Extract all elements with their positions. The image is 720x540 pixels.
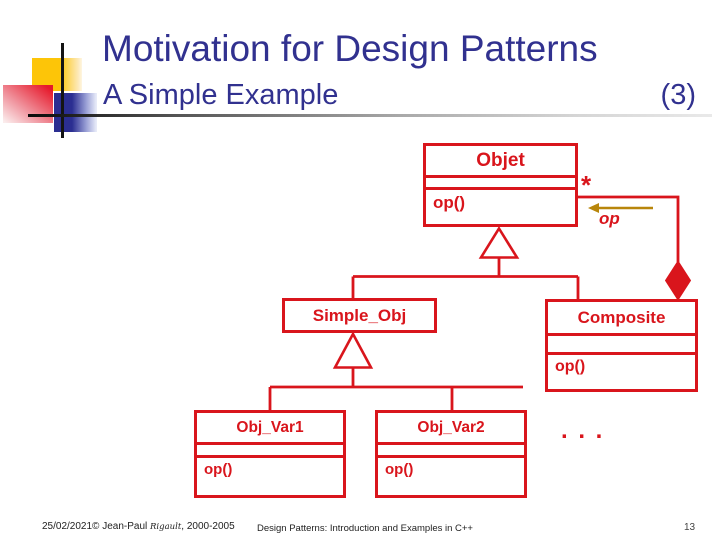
association-line <box>577 195 680 262</box>
footer-date-prefix: 25/02/2021© Jean-Paul <box>42 521 151 532</box>
operation-label: op() <box>433 193 466 212</box>
class-name: Simple_Obj <box>312 305 407 325</box>
op-arrow-head-icon <box>588 203 599 213</box>
class-box-objet: Objet op() <box>423 143 578 227</box>
slide-subtitle: A Simple Example <box>103 79 339 111</box>
association-op-label: op <box>599 209 620 228</box>
slide-index-badge: (3) <box>660 79 696 111</box>
class-box-obj-var2: Obj_Var2 op() <box>375 410 527 498</box>
page-number: 13 <box>684 522 696 533</box>
operation-label: op() <box>204 461 233 478</box>
attributes-compartment <box>548 336 695 355</box>
class-box-composite: Composite op() <box>545 299 698 392</box>
footer-date-suffix: , 2000-2005 <box>181 521 235 532</box>
operation-label: op() <box>385 461 414 478</box>
footer-course-title: Design Patterns: Introduction and Exampl… <box>257 523 473 534</box>
slide-title: Motivation for Design Patterns <box>102 28 598 69</box>
class-box-simple-obj: Simple_Obj <box>282 298 437 333</box>
class-name: Obj_Var1 <box>197 413 343 445</box>
red-square-shape <box>3 85 53 123</box>
generalization-triangle-simple-icon <box>332 331 374 369</box>
footer-author-name: Rigault <box>150 522 182 532</box>
attributes-compartment <box>197 445 343 458</box>
more-variants-ellipsis: . . . <box>561 417 605 444</box>
footer-date-author: 25/02/2021© Jean-Paul Rigault, 2000-2005 <box>42 521 235 532</box>
attributes-compartment <box>378 445 524 458</box>
class-name: Composite <box>548 302 695 336</box>
operation-label: op() <box>555 358 586 375</box>
class-name: Objet <box>426 146 575 178</box>
crosshair-vertical-line <box>61 43 64 138</box>
multiplicity-star-label: * <box>581 170 592 200</box>
title-divider-rule <box>28 114 712 117</box>
class-box-obj-var1: Obj_Var1 op() <box>194 410 346 498</box>
composition-diamond-icon <box>664 260 692 301</box>
subtitle-row: A Simple Example (3) <box>103 79 696 112</box>
generalization-triangle-objet-icon <box>478 226 520 259</box>
attributes-compartment <box>426 178 575 190</box>
class-name: Obj_Var2 <box>378 413 524 445</box>
